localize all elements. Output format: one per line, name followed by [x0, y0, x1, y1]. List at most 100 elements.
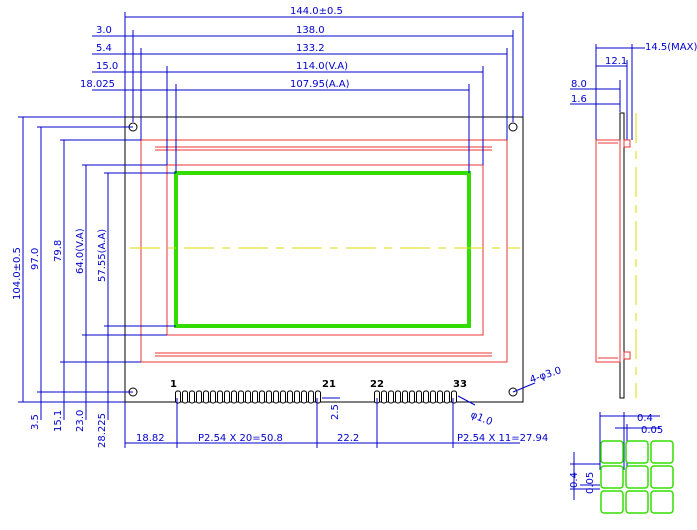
pixel-cell — [650, 490, 674, 514]
pin-hole-leader — [457, 395, 476, 406]
side-pcb — [619, 112, 625, 399]
pin-hole-callout: φ1.0 — [469, 410, 494, 429]
pin — [245, 390, 251, 404]
bezel-outline — [140, 139, 508, 363]
pin — [423, 390, 429, 404]
dim-off-3: 3.0 — [96, 25, 112, 36]
pin-row-1-21 — [175, 390, 321, 404]
dim-104: 104.0±0.5 — [12, 247, 23, 300]
dim-64: 64.0(V.A) — [75, 228, 86, 274]
side-tab-bottom — [623, 351, 631, 360]
pin — [294, 390, 300, 404]
dim-side-16: 1.6 — [571, 94, 587, 105]
dim-detail-w005: 0.05 — [641, 425, 663, 436]
pixel-cell — [625, 490, 649, 514]
pin — [416, 390, 422, 404]
pin — [308, 390, 314, 404]
dim-off-54: 5.4 — [96, 43, 112, 54]
mount-hole-bottom-right — [508, 387, 518, 397]
pin — [196, 390, 202, 404]
pin — [217, 390, 223, 404]
pin — [280, 390, 286, 404]
pin — [301, 390, 307, 404]
pin — [231, 390, 237, 404]
mount-hole-top-right — [508, 122, 518, 132]
pin — [182, 390, 188, 404]
top-dimensions: 144.0±0.5 138.0 3.0 133.2 5.4 114.0(V.A)… — [80, 6, 524, 173]
pin — [395, 390, 401, 404]
side-tab-top — [623, 139, 631, 148]
dim-detail-h04: 0.4 — [569, 472, 580, 488]
mount-hole-leader-2 — [529, 382, 536, 386]
pin-label-22: 22 — [370, 379, 384, 390]
pin-label-21: 21 — [322, 379, 336, 390]
mount-hole-leader — [512, 384, 531, 393]
pin — [430, 390, 436, 404]
pixel-cell — [650, 440, 674, 464]
pin-row-22-33 — [374, 390, 457, 404]
dim-114: 114.0(V.A) — [296, 61, 348, 72]
pin — [259, 390, 265, 404]
pixel-detail: 0.4 0.05 0.4 0.05 — [569, 412, 674, 514]
pixel-cell — [600, 490, 624, 514]
dim-off-18: 18.025 — [80, 79, 115, 90]
pcb-outline — [124, 116, 524, 403]
dim-side-max: 14.5(MAX) — [645, 42, 697, 53]
dim-detail-h005: 0.05 — [585, 472, 596, 494]
pixel-cell — [600, 465, 624, 489]
dim-798: 79.8 — [53, 240, 64, 262]
mount-hole-callout: 4-φ3.0 — [529, 365, 563, 385]
pin — [252, 390, 258, 404]
pin — [175, 390, 181, 404]
pin — [444, 390, 450, 404]
active-area — [174, 171, 471, 328]
pin-label-33: 33 — [453, 379, 467, 390]
dim-side-121: 12.1 — [605, 56, 627, 67]
pin — [287, 390, 293, 404]
dim-b-35: 3.5 — [30, 414, 41, 430]
pixel-cell — [650, 465, 674, 489]
pixel-cell — [625, 465, 649, 489]
pin — [224, 390, 230, 404]
left-dimensions: 104.0±0.5 97.0 3.5 79.8 15.1 64.0(V.A) 2… — [12, 116, 176, 448]
dim-pitch-11: P2.54 X 11=27.94 — [457, 433, 548, 444]
pin — [451, 390, 457, 404]
pin — [238, 390, 244, 404]
dim-144: 144.0±0.5 — [290, 6, 343, 17]
dim-1882: 18.82 — [136, 433, 165, 444]
dim-off-15: 15.0 — [96, 61, 118, 72]
viewing-area — [166, 164, 484, 336]
dim-b-151: 15.1 — [53, 410, 64, 432]
bottom-dimensions: 18.82 P2.54 X 20=50.8 22.2 P2.54 X 11=27… — [124, 397, 548, 448]
pin — [388, 390, 394, 404]
dim-97: 97.0 — [30, 248, 41, 270]
front-view: 1 21 22 33 4-φ3.0 φ1.0 — [124, 116, 563, 429]
dim-5755: 57.55(A.A) — [97, 229, 108, 282]
dim-107: 107.95(A.A) — [290, 79, 350, 90]
pin — [402, 390, 408, 404]
pin — [315, 390, 321, 404]
dim-pitch-20: P2.54 X 20=50.8 — [198, 433, 283, 444]
side-bezel — [595, 139, 621, 363]
pin — [381, 390, 387, 404]
pin — [266, 390, 272, 404]
dim-133: 133.2 — [296, 43, 325, 54]
dim-222: 22.2 — [337, 433, 359, 444]
dim-detail-w04: 0.4 — [637, 413, 653, 424]
pin — [203, 390, 209, 404]
pixel-cell — [600, 440, 624, 464]
dim-25: 2.5 — [330, 404, 341, 420]
pin — [273, 390, 279, 404]
dim-side-80: 8.0 — [571, 79, 587, 90]
pin — [189, 390, 195, 404]
pixel-cell — [625, 440, 649, 464]
pixel-grid — [600, 440, 674, 514]
dim-b-230: 23.0 — [75, 410, 86, 432]
dim-138: 138.0 — [296, 25, 325, 36]
pin — [437, 390, 443, 404]
pin-label-1: 1 — [170, 379, 177, 390]
pin — [210, 390, 216, 404]
pin — [409, 390, 415, 404]
side-view: 14.5(MAX) 12.1 8.0 1.6 — [570, 42, 697, 399]
